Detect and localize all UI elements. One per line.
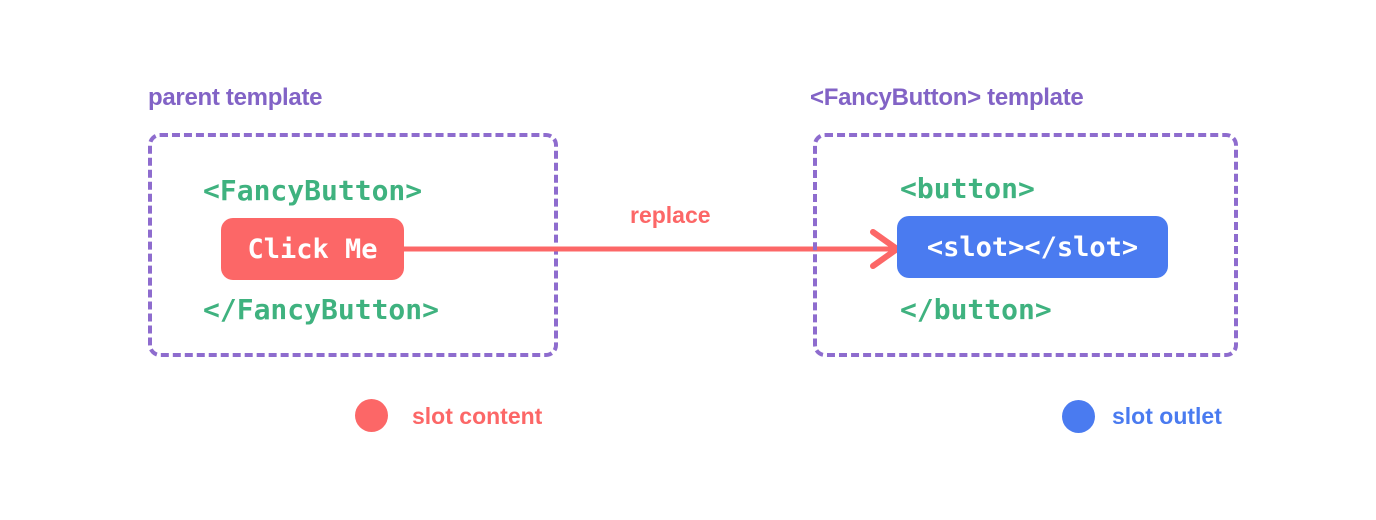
slot-content-pill: Click Me — [221, 218, 404, 280]
replace-arrow-label: replace — [630, 202, 711, 228]
fancybutton-template-box — [813, 133, 1238, 357]
parent-template-label: parent template — [148, 84, 323, 111]
slot-outlet-swatch-icon — [1062, 400, 1095, 433]
parent-template-box — [148, 133, 558, 357]
fancybutton-template-label: <FancyButton> template — [810, 84, 1084, 111]
slot-outlet-legend-label: slot outlet — [1112, 403, 1222, 429]
slot-outlet-text: <slot></slot> — [926, 231, 1139, 263]
slot-content-text: Click Me — [247, 233, 378, 265]
slot-content-legend-label: slot content — [412, 403, 543, 429]
slot-outlet-pill: <slot></slot> — [897, 216, 1168, 278]
button-close-tag: </button> — [900, 293, 1052, 326]
fancybutton-close-tag: </FancyButton> — [203, 293, 440, 326]
fancybutton-open-tag: <FancyButton> — [203, 174, 423, 207]
button-open-tag: <button> — [900, 172, 1035, 205]
slot-content-swatch-icon — [355, 399, 388, 432]
